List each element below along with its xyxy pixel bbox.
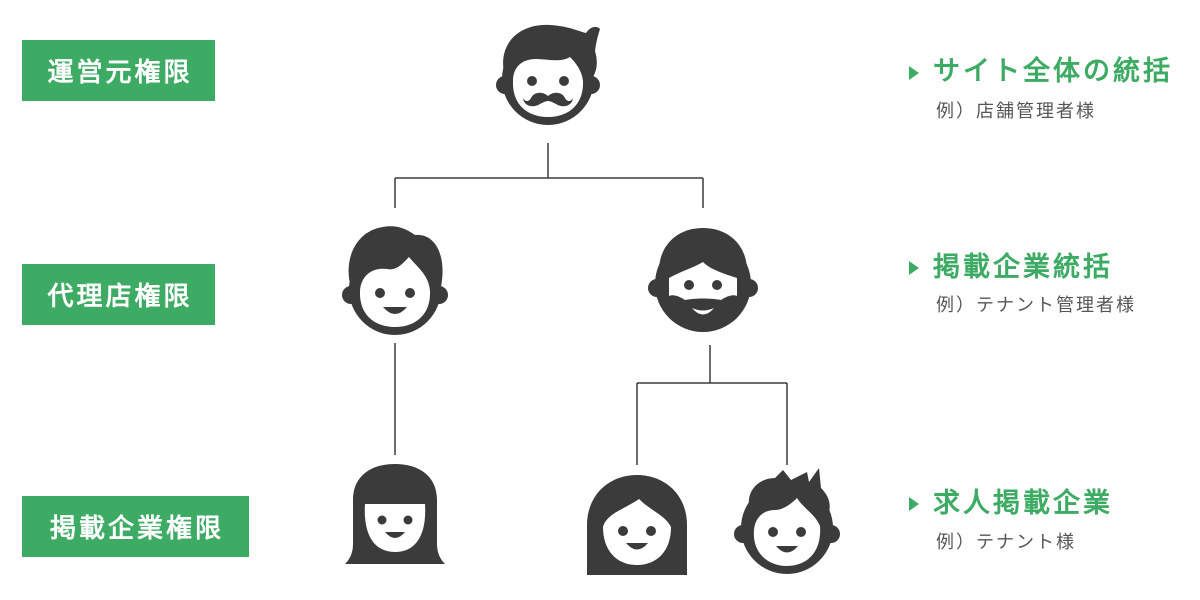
level-title: 掲載企業統括 <box>933 252 1113 283</box>
role-badge-label: 代理店権限 <box>47 282 193 312</box>
role-badge-label: 掲載企業権限 <box>49 514 224 544</box>
face <box>512 57 584 117</box>
face <box>603 499 671 565</box>
eye <box>684 280 694 290</box>
bearded-man-icon <box>648 228 758 332</box>
boy-spiky-hair-icon <box>734 468 840 574</box>
level-example: 例）テナント様 <box>936 532 1076 553</box>
woman-icon <box>342 226 448 335</box>
face <box>359 257 431 327</box>
ear <box>496 76 514 94</box>
mouth <box>383 307 407 314</box>
ear <box>648 279 666 297</box>
woman-long-hair-icon <box>587 475 687 575</box>
mouth <box>776 546 798 553</box>
mustache <box>523 92 573 107</box>
level-title: 求人掲載企業 <box>933 488 1113 519</box>
girl-bob-hair-icon <box>345 464 445 564</box>
eye <box>405 288 415 298</box>
eye <box>796 527 806 537</box>
eye <box>646 526 656 536</box>
mouth <box>692 308 714 315</box>
role-badge-advertiser: 掲載企業権限 <box>22 496 249 557</box>
triangle-marker-icon <box>909 261 919 275</box>
eye <box>618 526 628 536</box>
role-badge-agency: 代理店権限 <box>22 264 215 325</box>
mouth <box>385 532 405 538</box>
role-badge-label: 運営元権限 <box>47 58 193 88</box>
man-mustache-icon <box>496 24 600 125</box>
face <box>364 504 426 552</box>
ear <box>740 279 758 297</box>
mouth <box>626 543 648 550</box>
triangle-marker-icon <box>909 497 919 511</box>
level-title: サイト全体の統括 <box>933 56 1173 87</box>
eye <box>712 280 722 290</box>
role-badge-operator: 運営元権限 <box>22 40 215 101</box>
hair <box>658 228 748 276</box>
eye <box>403 515 413 525</box>
eye <box>559 76 569 86</box>
eye <box>527 76 537 86</box>
level-example: 例）店舗管理者様 <box>936 101 1096 122</box>
triangle-marker-icon <box>909 66 919 80</box>
ear <box>734 525 752 543</box>
hair <box>748 468 830 512</box>
eye <box>375 288 385 298</box>
face <box>669 262 737 300</box>
ear <box>430 286 448 304</box>
eye <box>768 527 778 537</box>
ear <box>822 525 840 543</box>
tree-connectors <box>394 143 788 465</box>
ear <box>582 76 600 94</box>
face <box>753 498 821 566</box>
ear <box>342 286 360 304</box>
eye <box>377 515 387 525</box>
level-example: 例）テナント管理者様 <box>936 295 1136 316</box>
